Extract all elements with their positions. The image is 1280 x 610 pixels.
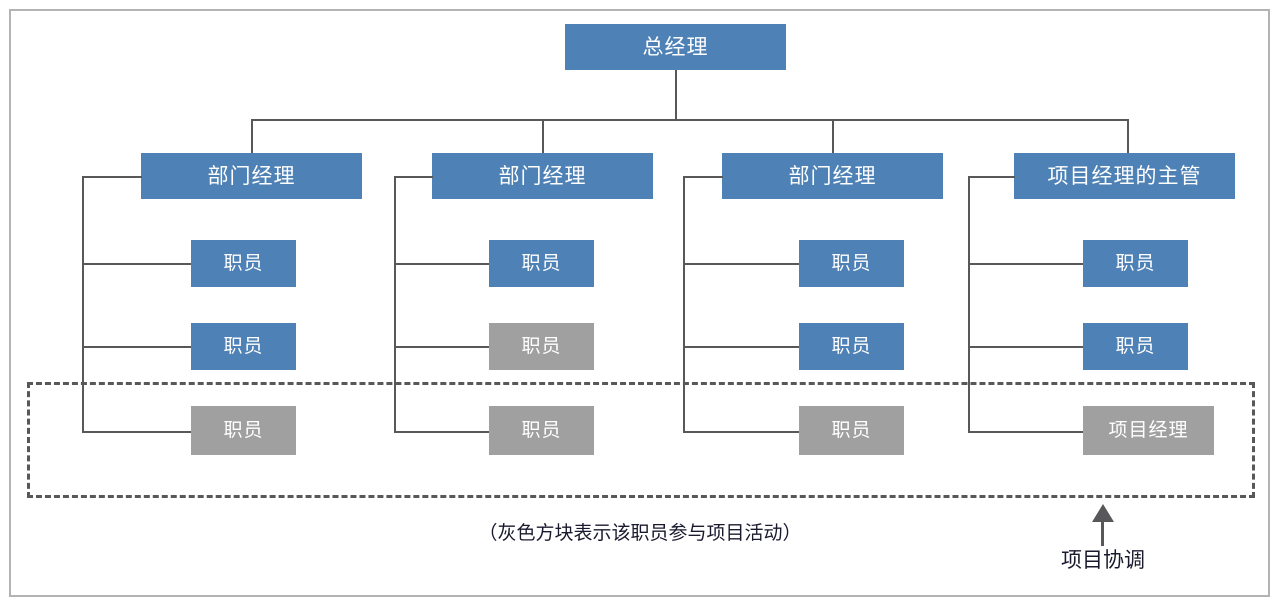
project-coordination-arrow-icon (1092, 504, 1114, 522)
project-coordination-label: 项目协调 (1061, 549, 1145, 572)
node-label: 总经理 (642, 35, 709, 59)
node-staff-col4-1[interactable]: 职员 (1083, 240, 1188, 287)
node-label: 职员 (831, 253, 872, 274)
node-staff-col4-2[interactable]: 职员 (1083, 323, 1188, 370)
connector-spine-col2 (394, 176, 396, 433)
node-label: 职员 (831, 336, 872, 357)
node-staff-col1-1[interactable]: 职员 (191, 240, 296, 287)
node-general-manager[interactable]: 总经理 (565, 24, 786, 70)
node-label: 职员 (521, 253, 562, 274)
node-label: 职员 (223, 420, 264, 441)
connector-branch-col4-m3 (968, 431, 1084, 433)
node-staff-col1-2[interactable]: 职员 (191, 323, 296, 370)
connector-branch-col2-m3 (394, 431, 490, 433)
node-label: 部门经理 (498, 164, 587, 188)
connector-drop-col2 (542, 119, 544, 154)
node-label: 职员 (521, 336, 562, 357)
connector-branch-col3-m2 (683, 346, 800, 348)
node-staff-col2-1[interactable]: 职员 (489, 240, 594, 287)
connector-branch-col1-m2 (82, 346, 192, 348)
connector-drop-col1 (251, 119, 253, 154)
node-project-manager[interactable]: 项目经理 (1083, 406, 1214, 455)
connector-branch-col4-m2 (968, 346, 1084, 348)
node-label: 职员 (223, 336, 264, 357)
node-label: 职员 (1115, 253, 1156, 274)
node-staff-col2-3[interactable]: 职员 (489, 406, 594, 455)
connector-branch-col4-head (968, 176, 1015, 178)
connector-top-bus (252, 119, 1129, 121)
legend-note: （灰色方块表示该职员参与项目活动） (478, 523, 802, 544)
node-staff-col3-1[interactable]: 职员 (799, 240, 904, 287)
connector-branch-col1-head (82, 176, 142, 178)
project-scope-dashed-box (27, 382, 1255, 498)
node-staff-col1-3[interactable]: 职员 (191, 406, 296, 455)
connector-branch-col4-m1 (968, 263, 1084, 265)
node-label: 部门经理 (207, 164, 296, 188)
node-department-manager-2[interactable]: 部门经理 (432, 153, 653, 199)
node-label: 职员 (521, 420, 562, 441)
project-coordination-arrow-shaft (1101, 520, 1104, 546)
node-project-manager-supervisor[interactable]: 项目经理的主管 (1014, 153, 1235, 199)
connector-drop-col4 (1127, 119, 1129, 154)
connector-branch-col1-m3 (82, 431, 192, 433)
connector-branch-col3-head (683, 176, 723, 178)
node-label: 项目经理的主管 (1047, 164, 1202, 188)
node-staff-col3-3[interactable]: 职员 (799, 406, 904, 455)
connector-branch-col3-m1 (683, 263, 800, 265)
node-label: 职员 (1115, 336, 1156, 357)
node-label: 职员 (223, 253, 264, 274)
connector-branch-col2-m2 (394, 346, 490, 348)
connector-branch-col1-m1 (82, 263, 192, 265)
connector-branch-col2-head (394, 176, 433, 178)
connector-branch-col2-m1 (394, 263, 490, 265)
connector-top-stem (675, 70, 677, 120)
node-staff-col3-2[interactable]: 职员 (799, 323, 904, 370)
node-department-manager-1[interactable]: 部门经理 (141, 153, 362, 199)
node-staff-col2-2[interactable]: 职员 (489, 323, 594, 370)
connector-spine-col4 (968, 176, 970, 433)
node-label: 项目经理 (1108, 420, 1189, 441)
connector-spine-col1 (82, 176, 84, 433)
connector-branch-col3-m3 (683, 431, 800, 433)
connector-drop-col3 (832, 119, 834, 154)
connector-spine-col3 (683, 176, 685, 433)
diagram-outer-frame (9, 9, 1270, 597)
node-label: 部门经理 (788, 164, 877, 188)
node-label: 职员 (831, 420, 872, 441)
node-department-manager-3[interactable]: 部门经理 (722, 153, 943, 199)
